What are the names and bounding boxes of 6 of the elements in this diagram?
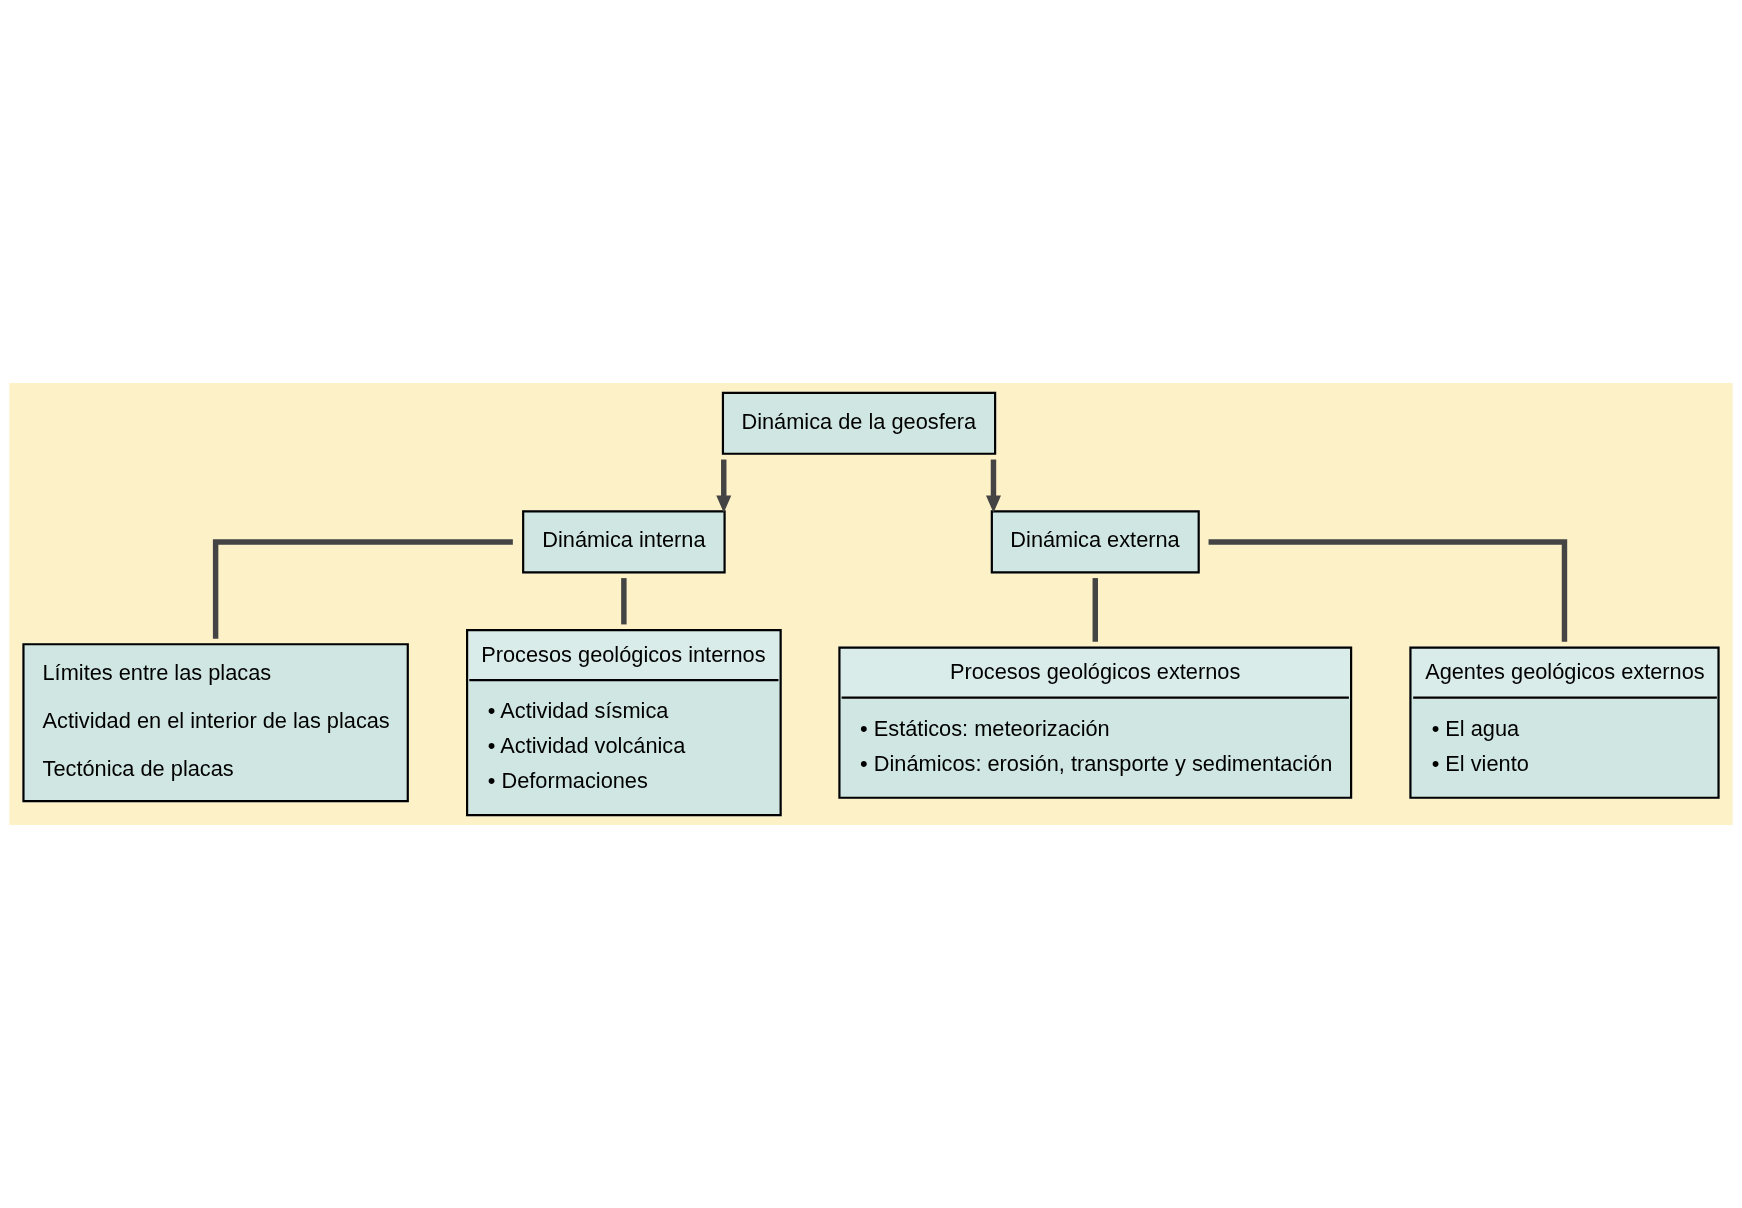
connector bbox=[212, 539, 513, 639]
connector bbox=[621, 578, 627, 625]
connector bbox=[1092, 578, 1098, 642]
connector bbox=[1208, 539, 1568, 642]
arrow bbox=[985, 459, 1001, 513]
arrow bbox=[716, 459, 732, 513]
